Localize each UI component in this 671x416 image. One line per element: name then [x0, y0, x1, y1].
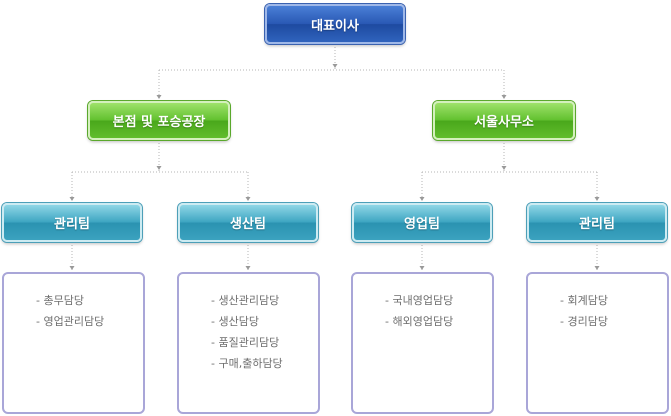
division-node-seoul-office: 서울사무소: [433, 101, 575, 140]
connector-arrowhead: [501, 166, 507, 170]
team-node-production: 생산팀: [178, 203, 318, 242]
duty-item: - 경리담당: [560, 315, 608, 328]
duty-item: - 국내영업담당: [385, 294, 454, 307]
team-label: 관리팀: [579, 217, 615, 232]
duty-item: - 품질관리담당: [211, 336, 280, 349]
duty-item: - 구매,출하담당: [211, 357, 283, 370]
ceo-label: 대표이사: [311, 18, 359, 34]
connector-arrowhead: [594, 197, 600, 201]
division-label: 본점 및 포승공장: [112, 115, 206, 130]
duty-item: - 총무담당: [36, 294, 84, 307]
connector-arrowhead: [69, 197, 75, 201]
duty-item: - 영업관리담당: [36, 315, 105, 328]
connector-arrowhead: [332, 64, 338, 68]
duty-item: - 생산관리담당: [211, 294, 280, 307]
team-label: 관리팀: [54, 217, 90, 232]
duty-box-admin-main: - 총무담당 - 영업관리담당: [2, 272, 145, 414]
team-node-admin-main: 관리팀: [2, 203, 142, 242]
team-node-sales: 영업팀: [352, 203, 492, 242]
connector-arrowhead: [245, 266, 251, 270]
duty-item: - 생산담당: [211, 315, 259, 328]
connector-arrowhead: [156, 95, 162, 99]
connector-arrowhead: [156, 166, 162, 170]
division-label: 서울사무소: [474, 115, 534, 130]
connector-arrowhead: [245, 197, 251, 201]
connector-arrowhead: [501, 95, 507, 99]
duty-item: - 해외영업담당: [385, 315, 454, 328]
ceo-node: 대표이사: [265, 4, 405, 44]
team-label: 영업팀: [404, 217, 440, 232]
team-node-admin-seoul: 관리팀: [527, 203, 667, 242]
duty-box-production: - 생산관리담당 - 생산담당 - 품질관리담당 - 구매,출하담당: [177, 272, 320, 414]
duty-item: - 회계담당: [560, 294, 608, 307]
connector-arrowhead: [419, 266, 425, 270]
connector-arrowhead: [69, 266, 75, 270]
team-label: 생산팀: [230, 217, 266, 232]
connector-arrowhead: [594, 266, 600, 270]
duty-box-admin-seoul: - 회계담당 - 경리담당: [526, 272, 669, 414]
connector-arrowhead: [419, 197, 425, 201]
duty-box-sales: - 국내영업담당 - 해외영업담당: [351, 272, 494, 414]
division-node-main-plant: 본점 및 포승공장: [88, 101, 230, 140]
